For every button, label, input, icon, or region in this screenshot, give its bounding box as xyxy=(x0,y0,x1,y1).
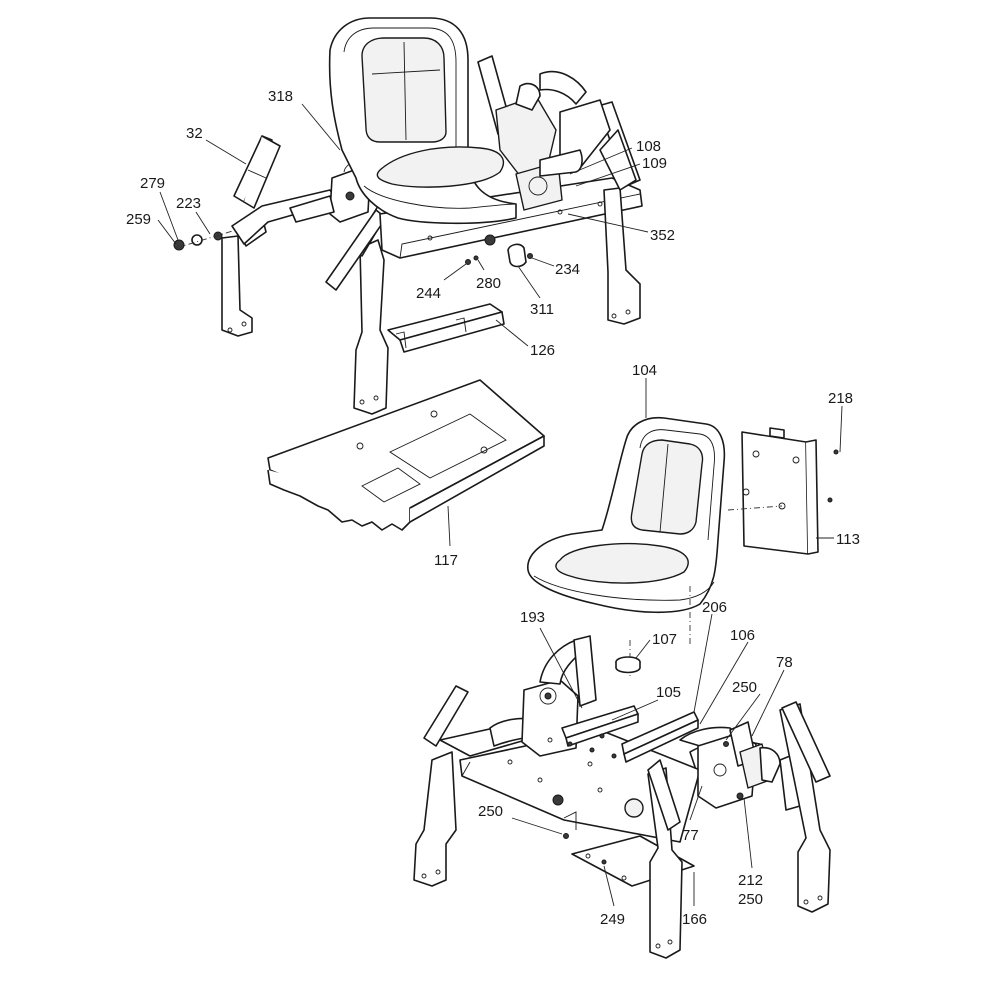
leader-193 xyxy=(539,627,583,709)
callout-352: 352 xyxy=(650,227,675,244)
leader-78 xyxy=(751,669,785,737)
leader-212 xyxy=(743,797,753,869)
seat-104 xyxy=(527,416,726,614)
callout-109: 109 xyxy=(642,155,667,172)
top-assembly xyxy=(173,17,643,531)
leader-77 xyxy=(689,785,703,821)
callout-250-upper: 250 xyxy=(732,679,757,696)
leader-206 xyxy=(693,613,713,713)
leader-280 xyxy=(477,259,485,271)
leader-218 xyxy=(839,405,843,453)
callout-311: 311 xyxy=(530,301,554,318)
seat-rails xyxy=(561,705,699,763)
back-panel-113 xyxy=(727,427,839,555)
leader-249 xyxy=(603,865,615,907)
part-32-bracket xyxy=(233,135,281,209)
callout-105: 105 xyxy=(656,684,681,701)
callout-labels: 318 32 279 223 259 108 109 352 234 244 2… xyxy=(126,88,860,928)
top-control-column xyxy=(477,55,611,211)
leader-234 xyxy=(531,257,555,267)
fastener-stack-left xyxy=(173,229,237,251)
callout-106: 106 xyxy=(730,627,755,644)
callout-250-bottom-right: 250 xyxy=(738,891,763,908)
leader-250-lower xyxy=(511,817,563,835)
leader-352 xyxy=(567,213,649,233)
callout-107: 107 xyxy=(652,631,677,648)
callout-280: 280 xyxy=(476,275,501,292)
callout-250-lower: 250 xyxy=(478,803,503,820)
bottom-rear-right-leg xyxy=(779,701,831,913)
callout-193: 193 xyxy=(520,609,545,626)
callout-318: 318 xyxy=(268,88,293,105)
leader-259 xyxy=(157,219,177,245)
top-front-left-leg xyxy=(325,205,389,415)
callout-212: 212 xyxy=(738,872,763,889)
part-107-cap xyxy=(615,656,641,674)
callout-113: 113 xyxy=(836,531,860,548)
middle-assembly xyxy=(527,416,839,676)
callout-206: 206 xyxy=(702,599,727,616)
bottom-front-right-leg xyxy=(647,759,683,959)
leader-lines xyxy=(157,103,843,907)
callout-259: 259 xyxy=(126,211,151,228)
leader-250-upper xyxy=(725,693,761,741)
callout-166: 166 xyxy=(682,911,707,928)
leader-32 xyxy=(205,139,247,165)
leader-106 xyxy=(699,641,749,725)
leader-108 xyxy=(569,147,633,175)
part-193-hinge xyxy=(521,635,597,757)
bottom-assembly xyxy=(413,635,831,959)
callout-249: 249 xyxy=(600,911,625,928)
seat-318 xyxy=(328,17,517,225)
callout-223: 223 xyxy=(176,195,201,212)
callout-78: 78 xyxy=(776,654,793,671)
part-78-control xyxy=(679,721,781,809)
leader-105 xyxy=(611,699,659,721)
leader-318 xyxy=(301,103,341,151)
leader-107 xyxy=(635,639,651,659)
callout-234: 234 xyxy=(555,261,580,278)
leader-109 xyxy=(575,163,641,187)
callout-108: 108 xyxy=(636,138,661,155)
bottom-left-leg xyxy=(413,685,469,887)
callout-77: 77 xyxy=(682,827,699,844)
callout-32: 32 xyxy=(186,125,203,142)
part-117-floor-pan xyxy=(267,379,545,531)
callout-104: 104 xyxy=(632,362,657,379)
fastener-250-lower xyxy=(563,833,607,865)
callout-126: 126 xyxy=(530,342,555,359)
callout-279: 279 xyxy=(140,175,165,192)
callout-218: 218 xyxy=(828,390,853,407)
part-126-bracket xyxy=(387,303,505,353)
leader-117 xyxy=(447,505,451,547)
leader-126 xyxy=(495,319,529,347)
callout-117: 117 xyxy=(434,552,458,569)
callout-244: 244 xyxy=(416,285,441,302)
leader-223 xyxy=(195,211,211,235)
leader-311 xyxy=(517,265,541,299)
leader-279 xyxy=(159,191,179,241)
leader-244 xyxy=(443,263,467,281)
fastener-group-center xyxy=(465,243,533,268)
